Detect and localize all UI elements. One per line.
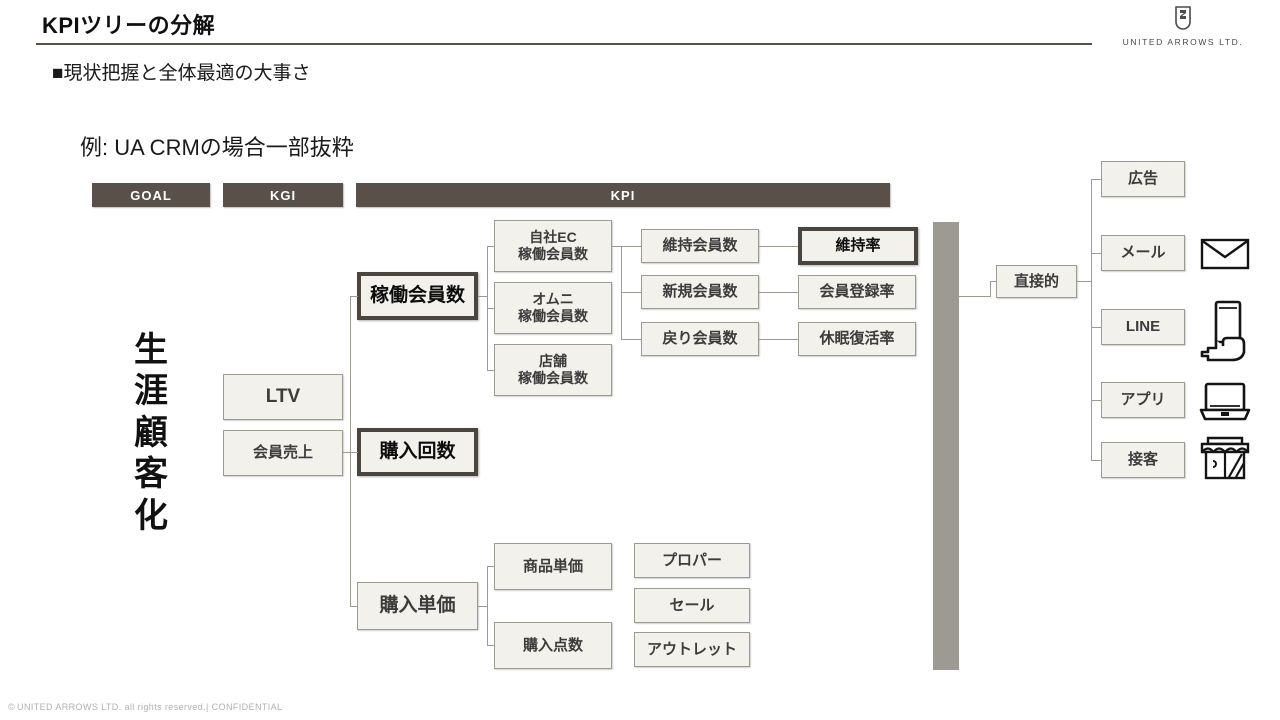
- node-registration-rate[interactable]: 会員登録率: [798, 275, 916, 309]
- node-new-members[interactable]: 新規会員数: [641, 275, 759, 309]
- node-proper[interactable]: プロパー: [634, 543, 750, 578]
- envelope-icon: [1200, 238, 1250, 270]
- connector-bar-to-direct-lower: [959, 296, 991, 297]
- node-outlet[interactable]: アウトレット: [634, 632, 750, 667]
- node-channel-line[interactable]: LINE: [1101, 309, 1185, 345]
- example-caption: 例: UA CRMの場合一部抜粋: [80, 135, 354, 160]
- node-store-active-members-line1: 店舗: [539, 353, 567, 370]
- node-active-members[interactable]: 稼働会員数: [357, 272, 478, 320]
- connector-to-purchase-count: [350, 452, 358, 453]
- connector-unitprice-out: [478, 606, 488, 607]
- connector-to-item-price: [487, 566, 494, 567]
- node-ec-active-members[interactable]: 自社EC 稼働会員数: [494, 220, 612, 272]
- connector-kgi-trunk: [343, 452, 351, 453]
- node-channel-service[interactable]: 接客: [1101, 442, 1185, 478]
- connector-returning-to-rate: [759, 339, 798, 340]
- goal-char-2: 涯: [134, 372, 168, 411]
- column-header-kpi: KPI: [356, 183, 890, 207]
- node-ec-active-members-line1: 自社EC: [529, 229, 577, 246]
- connector-direct-out: [1077, 281, 1092, 282]
- hand-phone-icon: [1200, 300, 1246, 362]
- connector-to-purchase-items: [487, 645, 494, 646]
- connector-channel-trunk: [1091, 179, 1092, 460]
- connector-retained-to-rate: [759, 246, 798, 247]
- title-divider: [36, 43, 1092, 45]
- node-direct[interactable]: 直接的: [996, 265, 1077, 298]
- connector-level1-trunk: [350, 296, 351, 606]
- connector-to-service: [1091, 460, 1101, 461]
- node-returning-members[interactable]: 戻り会員数: [641, 322, 759, 356]
- connector-to-ec: [487, 246, 494, 247]
- connector-to-active-members: [350, 296, 358, 297]
- node-store-active-members-line2: 稼働会員数: [518, 370, 588, 386]
- connector-new-to-rate: [759, 292, 798, 293]
- column-header-goal: GOAL: [92, 183, 210, 207]
- grey-divider-bar: [933, 222, 959, 670]
- node-omni-active-members-line1: オムニ: [532, 291, 574, 308]
- connector-ec-out: [612, 246, 622, 247]
- connector-to-store: [487, 370, 494, 371]
- connector-to-app: [1091, 400, 1101, 401]
- goal-char-4: 客: [134, 455, 168, 494]
- copyright-icon: ©: [8, 702, 16, 712]
- node-ec-active-members-line2: 稼働会員数: [518, 246, 588, 262]
- goal-char-1: 生: [134, 331, 168, 369]
- storefront-icon: [1200, 436, 1250, 480]
- node-member-sales[interactable]: 会員売上: [223, 430, 343, 476]
- connector-to-returning: [621, 339, 641, 340]
- node-retention-rate[interactable]: 維持率: [798, 227, 918, 265]
- node-purchase-items[interactable]: 購入点数: [494, 622, 612, 669]
- goal-vertical-text: 生 涯 顧 客 化: [120, 330, 182, 537]
- node-dormant-reactivation-rate[interactable]: 休眠復活率: [798, 322, 916, 356]
- node-item-unit-price[interactable]: 商品単価: [494, 543, 612, 590]
- node-ltv[interactable]: LTV: [223, 374, 343, 420]
- node-retained-members[interactable]: 維持会員数: [641, 229, 759, 263]
- footer: ©UNITED ARROWS LTD. all rights reserved.…: [8, 702, 282, 712]
- node-channel-ad[interactable]: 広告: [1101, 161, 1185, 197]
- node-channel-app[interactable]: アプリ: [1101, 382, 1185, 418]
- node-sale[interactable]: セール: [634, 588, 750, 623]
- connector-to-mail: [1091, 253, 1101, 254]
- connector-to-new: [621, 292, 641, 293]
- node-store-active-members[interactable]: 店舗 稼働会員数: [494, 344, 612, 396]
- connector-unitprice-trunk: [487, 566, 488, 646]
- connector-active-out: [478, 296, 488, 297]
- connector-to-omni: [487, 308, 494, 309]
- company-logo: UNITED ARROWS LTD.: [1118, 6, 1248, 47]
- goal-char-5: 化: [134, 496, 168, 535]
- connector-to-ad: [1091, 179, 1101, 180]
- connector-to-retained: [621, 246, 641, 247]
- laptop-icon: [1199, 382, 1251, 421]
- node-channel-mail[interactable]: メール: [1101, 235, 1185, 271]
- node-omni-active-members[interactable]: オムニ 稼働会員数: [494, 282, 612, 334]
- logo-text: UNITED ARROWS LTD.: [1122, 37, 1244, 47]
- footer-text: UNITED ARROWS LTD. all rights reserved.|…: [17, 702, 283, 712]
- connector-to-purchase-unit-price: [350, 606, 358, 607]
- page-subtitle: ■現状把握と全体最適の大事さ: [52, 63, 311, 84]
- node-purchase-unit-price[interactable]: 購入単価: [357, 582, 478, 630]
- page-title: KPIツリーの分解: [42, 13, 216, 38]
- node-purchase-count[interactable]: 購入回数: [357, 428, 478, 476]
- node-omni-active-members-line2: 稼働会員数: [518, 308, 588, 324]
- goal-char-3: 顧: [134, 413, 168, 452]
- united-arrows-mark-icon: [1175, 6, 1191, 30]
- connector-to-line: [1091, 327, 1101, 328]
- connector-direct-riser: [990, 281, 991, 297]
- column-header-kgi: KGI: [223, 183, 343, 207]
- connector-direct-in: [990, 281, 996, 282]
